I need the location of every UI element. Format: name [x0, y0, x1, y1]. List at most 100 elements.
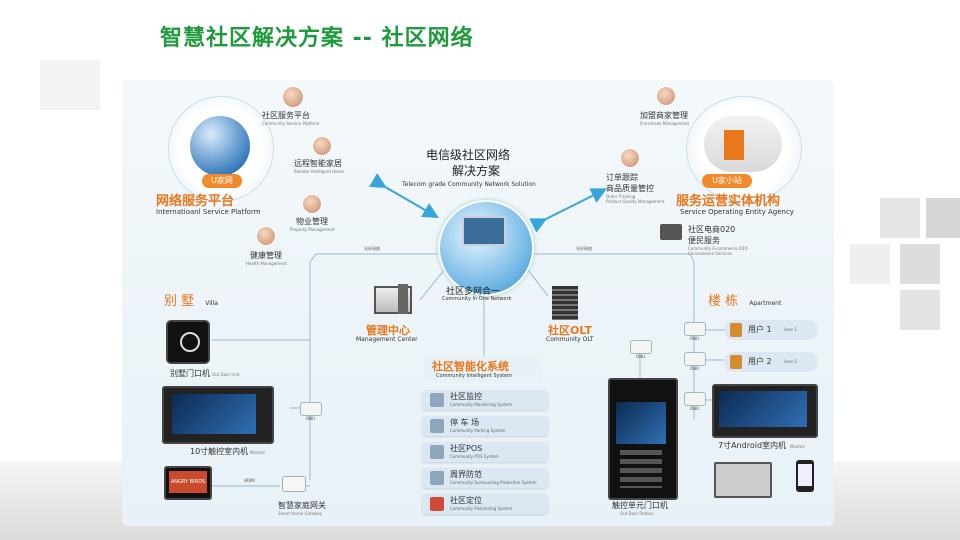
background-square — [850, 244, 890, 284]
background-square — [900, 290, 940, 330]
right-entity-subtitle: Service Operating Entity Agency — [680, 208, 794, 216]
villa-door-unit-icon — [166, 320, 210, 364]
left-platform-subtitle: Internatioanl Service Platform — [156, 208, 261, 216]
entity-item-label: 便民服务 — [688, 236, 720, 245]
gateway-label: 智慧家庭网关 — [278, 501, 326, 510]
apartment-monitor-icon — [712, 384, 818, 438]
onu-icon — [630, 340, 652, 354]
apartment-door-station-icon — [608, 378, 678, 500]
olt-subtitle: Community OLT — [546, 336, 594, 343]
background-square — [40, 60, 100, 110]
apartment-monitor-label: 7寸Android室内机 — [718, 441, 787, 450]
location-icon — [430, 497, 444, 511]
onu-icon — [300, 402, 322, 416]
user-item[interactable]: 用户 2 User 2 — [724, 352, 818, 372]
platform-item-label: 远程智能家居 — [294, 159, 342, 168]
management-title: 管理中心 — [366, 324, 410, 337]
onu-label: ONU — [690, 336, 700, 341]
fiber-label-left: 光纤网络 — [364, 246, 380, 251]
tv-icon: ANGRY BIRDS — [164, 466, 212, 500]
hdmi-label: HDMI — [244, 478, 255, 483]
avatar — [256, 226, 276, 246]
intelligent-subtitle: Community Intelligent System — [436, 373, 512, 379]
onu-icon — [684, 322, 706, 336]
network-globe-icon — [438, 200, 534, 296]
entity-item-label: 商品质量管控 — [606, 184, 654, 193]
villa-monitor-en: Monitor — [250, 450, 266, 455]
intelligent-item[interactable]: 停 车 场 Community Parking System — [422, 416, 548, 436]
entity-item-en: Order Tracking — [606, 194, 636, 199]
network-switch-icon — [462, 216, 506, 246]
platform-item-en: Community Service Platform — [262, 121, 320, 126]
apartment-title: 楼 栋 Apartment — [708, 294, 782, 309]
platform-item-label: 物业管理 — [296, 217, 328, 226]
intelligent-header — [424, 356, 542, 382]
avatar — [282, 86, 304, 108]
u-home-badge: U家网 — [202, 174, 242, 188]
line-olt — [527, 269, 549, 297]
villa-monitor-label: 10寸触控室内机 — [190, 447, 249, 456]
entity-item-en: Franchisee Management — [640, 121, 690, 126]
olt-server-icon — [552, 286, 578, 320]
villa-door-en: Out Door Unit — [212, 372, 240, 377]
parking-icon — [430, 419, 444, 433]
fiber-left — [309, 253, 442, 480]
network-label-en: Community In One Network — [442, 296, 512, 302]
tv-screen-text: ANGRY BIRDS — [169, 471, 207, 493]
intelligent-item[interactable]: 社区定位 Community Positioning System — [422, 494, 548, 514]
laptop-icon — [660, 224, 682, 240]
platform-item-label: 健康管理 — [250, 251, 282, 260]
building-icon — [730, 355, 742, 369]
platform-item-en: Health Management — [246, 261, 287, 266]
entity-item-label: 订单跟踪 — [606, 173, 638, 182]
onu-label: ONU — [690, 366, 700, 371]
intelligent-item[interactable]: 社区监控 Community Monitoring System — [422, 390, 548, 410]
phone-icon — [796, 460, 814, 492]
villa-monitor-icon — [162, 386, 274, 444]
entity-item-label: 加盟商家管理 — [640, 111, 688, 120]
intelligent-item[interactable]: 社区POS Community POS System — [422, 442, 548, 462]
platform-item-en: Property Management — [290, 227, 335, 232]
entity-item-en: Product Quality Management — [606, 199, 665, 204]
page-title: 智慧社区解决方案 -- 社区网络 — [160, 26, 474, 51]
villa-title: 别 墅 Villa — [164, 294, 218, 309]
intelligent-item[interactable]: 周界防范 Community Surrounding Protection Sy… — [422, 468, 548, 488]
onu-label: ONU — [306, 416, 316, 421]
entity-item-en: Community E-commerce O2O — [688, 246, 748, 251]
background-square — [880, 198, 920, 238]
pos-icon — [430, 445, 444, 459]
avatar — [312, 136, 332, 156]
store-door-icon — [724, 130, 744, 160]
fiber-label-right: 光纤网络 — [576, 246, 592, 251]
arrow-left — [369, 173, 439, 218]
center-title-line1: 电信级社区网络 — [426, 148, 511, 162]
u-station-badge: U家小站 — [702, 174, 752, 188]
fiber-right — [520, 253, 695, 420]
center-subtitle: Telecom grade Community Network Solution — [402, 181, 536, 188]
onu-icon — [684, 352, 706, 366]
apartment-door-en: Out Door Station — [620, 511, 654, 516]
intelligent-title: 社区智能化系统 — [432, 360, 509, 373]
management-subtitle: Management Center — [356, 336, 418, 343]
apartment-monitor-en: Monitor — [790, 444, 806, 449]
entity-item-en: Convenience Services — [688, 251, 733, 256]
background-square — [900, 244, 940, 284]
left-platform-title: 网络服务平台 — [156, 194, 235, 209]
apartment-door-label: 触控单元门口机 — [612, 501, 668, 510]
perimeter-icon — [430, 471, 444, 485]
olt-title: 社区OLT — [548, 324, 593, 337]
onu-label: ONU — [636, 354, 646, 359]
line-mgmt — [419, 269, 445, 301]
camera-icon — [430, 393, 444, 407]
avatar — [620, 148, 640, 168]
avatar — [302, 194, 322, 214]
onu-icon — [684, 392, 706, 406]
platform-item-label: 社区服务平台 — [262, 111, 310, 120]
background-square — [926, 198, 960, 238]
building-icon — [730, 323, 742, 337]
platform-item-en: Remote Intelligent Home — [294, 169, 344, 174]
gateway-en: Smart Home Gateway — [278, 511, 323, 516]
user-item[interactable]: 用户 1 User 1 — [724, 320, 818, 340]
entity-item-label: 社区电商020 — [688, 225, 736, 234]
